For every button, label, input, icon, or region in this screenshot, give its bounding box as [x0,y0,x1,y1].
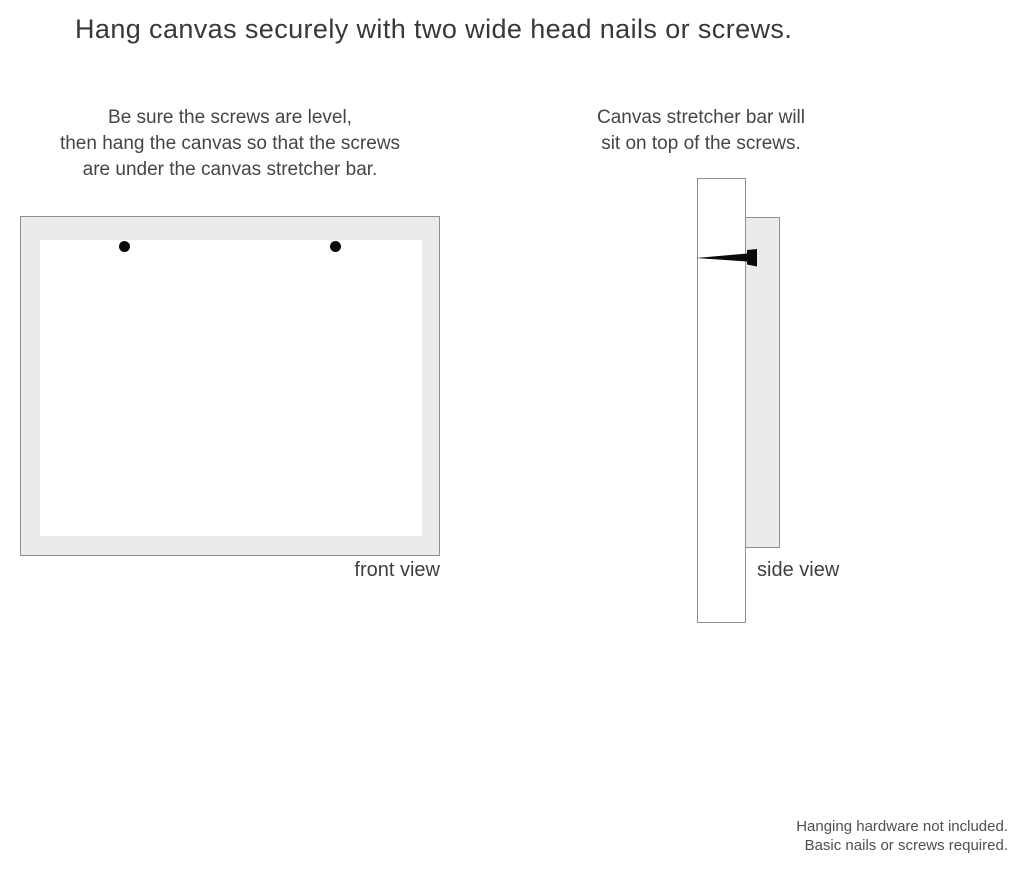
canvas-front-diagram [20,216,440,556]
canvas-front-face [40,240,422,536]
wall-side-bar [697,178,746,623]
side-view-label: side view [757,559,840,581]
disclaimer-line: Hanging hardware not included. [796,818,1008,835]
instruction-line: Be sure the screws are level, [108,107,352,128]
instruction-line: sit on top of the screws. [601,133,801,154]
nail-icon [696,249,757,267]
front-view-label: front view [354,559,440,581]
instruction-line: are under the canvas stretcher bar. [82,159,378,180]
hardware-disclaimer: Hanging hardware not included. Basic nai… [796,817,1008,855]
front-view-instructions: Be sure the screws are level, then hang … [20,105,440,183]
screw-dot-left-icon [119,241,130,252]
instruction-line: Canvas stretcher bar will [596,107,806,128]
screw-dot-right-icon [330,241,341,252]
side-view-instructions: Canvas stretcher bar will sit on top of … [551,105,851,157]
instruction-line: then hang the canvas so that the screws [59,133,401,154]
page-title: Hang canvas securely with two wide head … [75,14,793,44]
disclaimer-line: Basic nails or screws required. [804,837,1008,854]
